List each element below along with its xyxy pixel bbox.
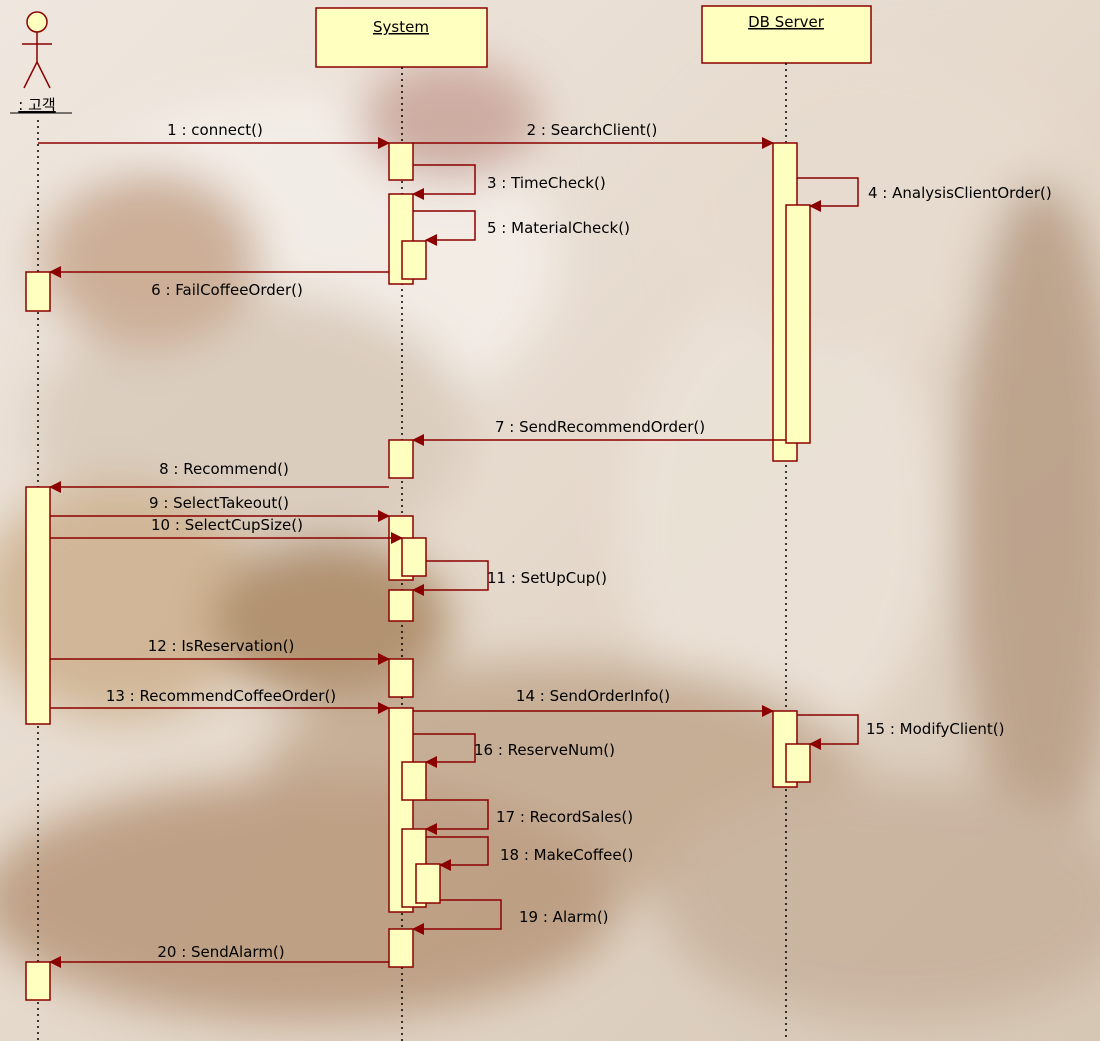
message-9-label: 9 : SelectTakeout()	[149, 494, 289, 512]
system-lifeline-head: System	[315, 7, 488, 68]
actor-label: : 고객	[18, 96, 55, 114]
message-16-label: 16 : ReserveNum()	[474, 741, 615, 759]
activation-bar	[785, 204, 811, 444]
activation-bar	[401, 240, 427, 280]
actor-figure	[22, 11, 52, 89]
message-4-arrow	[797, 177, 859, 212]
message-15-arrow	[797, 714, 859, 750]
activation-bars	[25, 142, 811, 1001]
message-12-label: 12 : IsReservation()	[148, 637, 295, 655]
message-8-label: 8 : Recommend()	[159, 460, 289, 478]
message-5-arrow	[413, 210, 476, 246]
message-17-label: 17 : RecordSales()	[496, 808, 633, 826]
message-2-label: 2 : SearchClient()	[527, 121, 658, 139]
message-19-label: 19 : Alarm()	[519, 908, 609, 926]
activation-bar	[415, 863, 441, 904]
message-10-label: 10 : SelectCupSize()	[151, 516, 303, 534]
message-3-arrow	[412, 164, 476, 200]
activation-bar	[25, 486, 51, 725]
activation-bar	[388, 439, 414, 479]
activation-bar	[25, 271, 51, 312]
activation-bar	[401, 761, 427, 801]
message-20-label: 20 : SendAlarm()	[157, 943, 284, 961]
message-18-label: 18 : MakeCoffee()	[500, 846, 633, 864]
activation-bar	[388, 928, 414, 968]
system-label: System	[373, 18, 429, 36]
activation-bar	[785, 743, 811, 783]
message-17-arrow	[425, 799, 489, 835]
message-16-arrow	[413, 733, 476, 768]
message-18-arrow	[426, 836, 489, 871]
activation-bar	[388, 142, 414, 181]
activation-bar	[388, 658, 414, 698]
message-6-label: 6 : FailCoffeeOrder()	[151, 281, 303, 299]
db-lifeline-head: DB Server	[701, 5, 872, 64]
message-15-label: 15 : ModifyClient()	[866, 720, 1005, 738]
message-7-label: 7 : SendRecommendOrder()	[495, 418, 705, 436]
message-11-arrow	[412, 560, 489, 596]
activation-bar	[25, 961, 51, 1001]
message-5-label: 5 : MaterialCheck()	[487, 219, 630, 237]
message-11-label: 11 : SetUpCup()	[487, 569, 607, 587]
message-3-label: 3 : TimeCheck()	[487, 174, 606, 192]
message-14-label: 14 : SendOrderInfo()	[516, 687, 670, 705]
message-13-label: 13 : RecommendCoffeeOrder()	[106, 687, 336, 705]
message-1-label: 1 : connect()	[167, 121, 263, 139]
message-4-label: 4 : AnalysisClientOrder()	[868, 184, 1052, 202]
activation-bar	[401, 537, 427, 577]
db-label: DB Server	[748, 13, 825, 31]
activation-bar	[388, 589, 414, 622]
message-19-arrow	[412, 899, 502, 935]
